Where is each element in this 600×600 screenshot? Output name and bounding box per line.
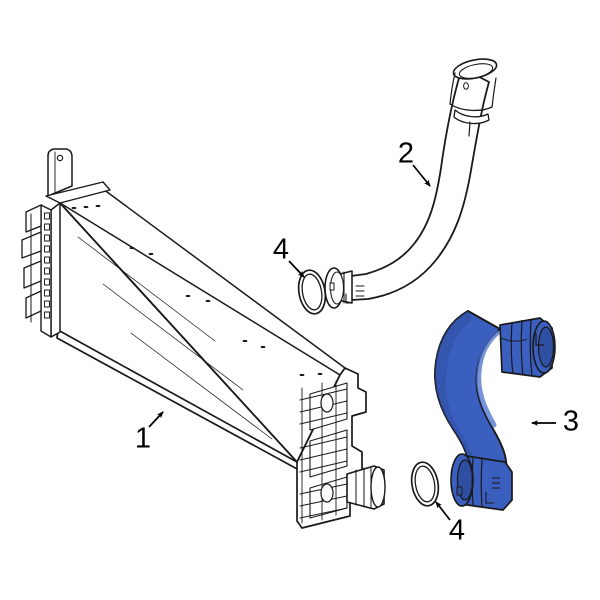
callout-2-number: 2 (398, 138, 414, 170)
callout-1-leader (148, 411, 164, 428)
right-tank-pin-upper (320, 393, 334, 413)
lower-duct-lower-coupling (450, 453, 513, 511)
left-rib-mid (23, 260, 42, 289)
callout-4-lower-number: 4 (449, 515, 465, 547)
upper-duct-coupling (324, 267, 365, 309)
right-tank-crosshatch (299, 380, 348, 524)
intercooler-upper-bracket (47, 148, 73, 197)
left-rib-lower (25, 290, 42, 319)
callout-4-upper-number: 4 (273, 234, 289, 266)
bracket-hole-upper (56, 154, 64, 162)
callout-2-leader (412, 164, 431, 187)
intercooler-core-face (59, 194, 341, 463)
upper-duct-mouth (449, 58, 498, 112)
left-rib-edge-line-b (25, 225, 42, 233)
right-tank-pin-lower (320, 483, 334, 503)
intercooler-outlet-spigot (346, 465, 386, 510)
callout-4-lower-leader (435, 501, 451, 521)
part-o-ring-lower[interactable] (408, 460, 441, 508)
callout-4-lower[interactable]: 4 (435, 501, 465, 547)
callout-4-upper[interactable]: 4 (273, 234, 305, 278)
upper-duct-body (350, 67, 490, 301)
callout-1-number: 1 (135, 423, 151, 455)
lower-duct-inner-shade (434, 311, 479, 487)
callout-2[interactable]: 2 (398, 138, 431, 187)
o-ring-upper-inner (301, 273, 323, 311)
intercooler-left-tank (50, 202, 61, 338)
callout-4-upper-leader (288, 260, 305, 278)
callout-layer: 1 2 3 4 4 (135, 138, 579, 547)
part-o-ring-upper[interactable] (295, 268, 328, 316)
o-ring-lower-inner (414, 465, 436, 503)
lower-duct-upper-coupling (499, 317, 556, 378)
lower-duct-highlight (476, 330, 500, 428)
core-rivets (71, 204, 323, 377)
left-tank-fin-ticks (44, 212, 50, 319)
core-surface-lines (77, 236, 273, 440)
upper-duct-clip-tab (453, 109, 490, 137)
callout-3[interactable]: 3 (531, 406, 579, 438)
callout-3-number: 3 (563, 406, 579, 438)
part-lower-air-duct-highlighted[interactable] (434, 310, 556, 511)
callout-1[interactable]: 1 (135, 411, 164, 455)
intercooler-top-rail (45, 181, 111, 204)
left-rib-upper-a (25, 204, 42, 233)
part-intercooler[interactable] (21, 148, 386, 529)
part-upper-air-duct[interactable] (324, 56, 498, 309)
